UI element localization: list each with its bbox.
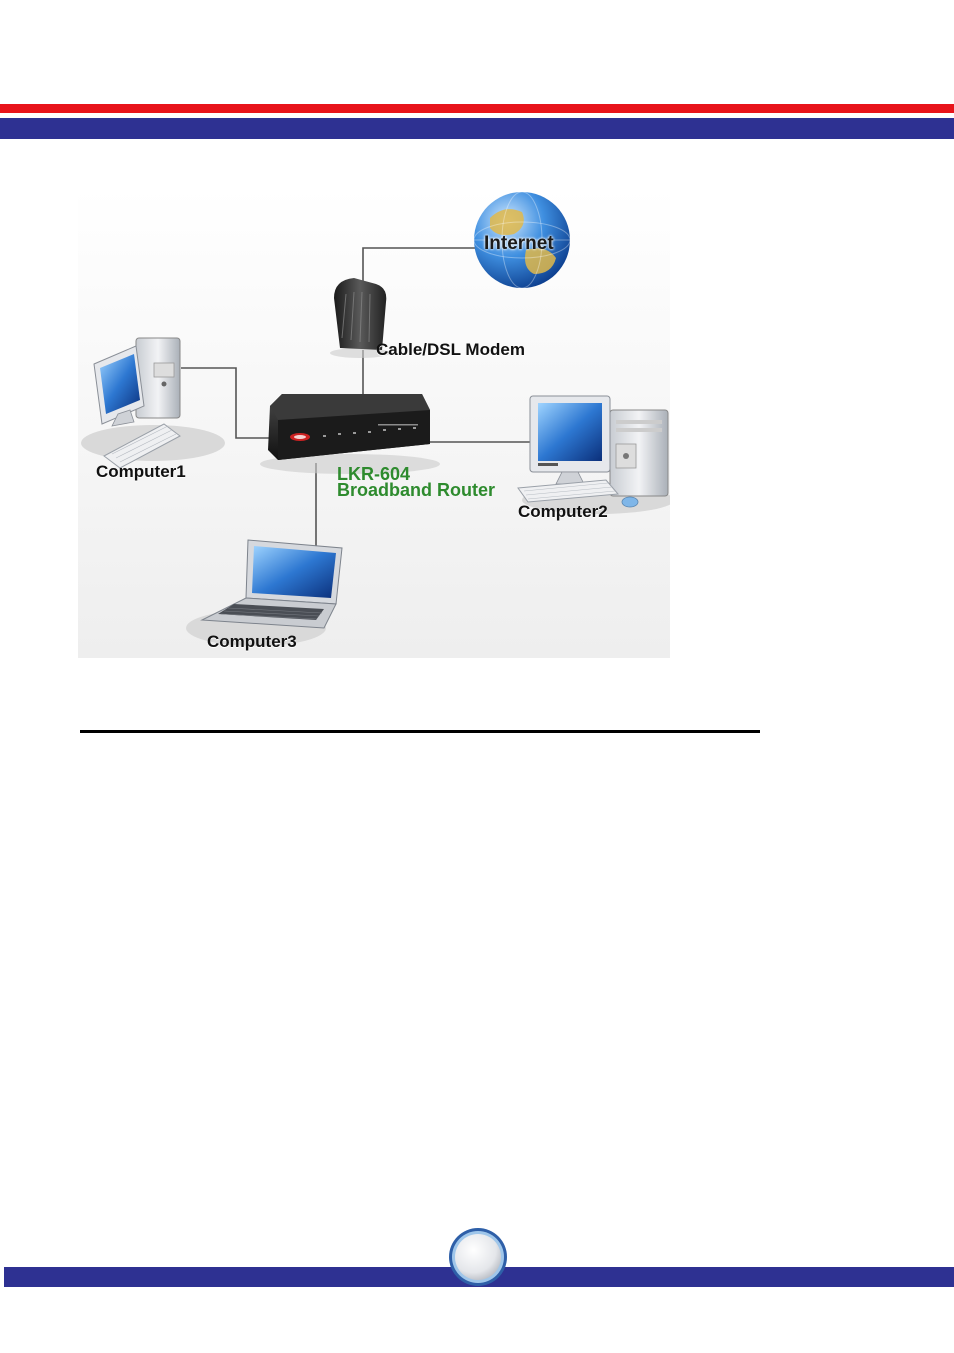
router-model-label: LKR-604 (337, 464, 411, 484)
laptop-icon (186, 539, 343, 646)
line-computer1-router (181, 367, 273, 439)
router-icon (260, 394, 440, 474)
modem-icon (330, 278, 390, 358)
globe-icon (473, 191, 571, 289)
network-diagram-graphic (78, 188, 670, 658)
internet-label: Internet (484, 233, 554, 254)
header-blue-stripe (0, 118, 954, 139)
computer1-label: Computer1 (96, 462, 186, 481)
connection-lines (181, 247, 530, 546)
line-internet-modem (362, 247, 478, 283)
router-name-label: Broadband Router (337, 480, 496, 500)
computer3-label: Computer3 (207, 632, 297, 651)
page-number-orb-icon (449, 1228, 507, 1286)
computer2-label: Computer2 (518, 502, 608, 521)
network-diagram: Internet Cable/DSL Modem LKR-604 Broadba… (78, 188, 670, 658)
desktop-computer-icon (517, 395, 670, 514)
desktop-computer-icon (81, 337, 225, 469)
modem-label: Cable/DSL Modem (376, 340, 525, 359)
section-divider (80, 730, 760, 733)
header-red-stripe (0, 104, 954, 113)
